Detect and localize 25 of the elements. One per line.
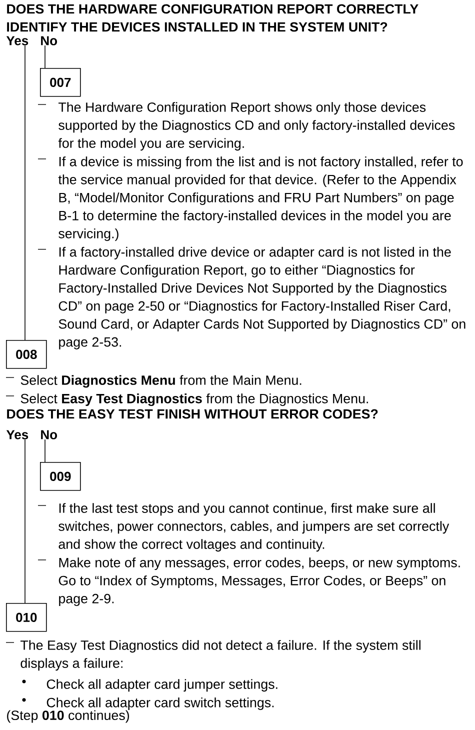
answer-label: No	[41, 430, 58, 440]
list-item: Make note of any messages, error codes, beeps, or new symptoms. Go to “Index of Symptoms, Messages, Error Codes, or Beeps” on page 2-9.	[58, 558, 460, 606]
list-item: The Easy Test Diagnostics did not detect a failure. If the system still displays a failure:	[20, 640, 420, 671]
step-number-box: 009	[40, 462, 81, 491]
answer-label: Yes	[6, 36, 28, 46]
list-item: Select Easy Test Diagnostics from the Diagnostics Menu.	[20, 394, 368, 406]
list-item: The Hardware Configuration Report shows only those devices supported by the Diagnostics CD and only factory-installed devices for the model you are servicing.	[58, 102, 455, 151]
continuation-note: (Step 010 continues)	[7, 710, 129, 723]
list-item: Select Diagnostics Menu from the Main Menu.	[20, 375, 302, 388]
question-heading: DOES THE HARDWARE CONFIGURATION REPORT CORRECTLY IDENTIFY THE DEVICES INSTALLED IN THE SYSTEM UNIT?	[7, 4, 418, 32]
list-item: If a device is missing from the list and is not factory installed, refer to the service manual provided for that device. (Refer to the Appendix B, “Model/Monitor Configurations and FRU Part Numbers” on page B-1 to determine the factory-installed devices in the model you are servicing.)	[58, 156, 463, 241]
list-item: Check all adapter card switch settings.	[46, 698, 274, 710]
answer-label: Yes	[6, 430, 28, 440]
step-number-box: 010	[6, 603, 47, 632]
connector-line	[24, 439, 26, 604]
connector-line	[44, 439, 46, 462]
connector-line	[44, 45, 46, 68]
answer-label: No	[41, 36, 58, 46]
step-number-box: 007	[40, 68, 81, 97]
list-item: Check all adapter card jumper settings.	[46, 679, 278, 692]
connector-line	[24, 45, 26, 340]
list-item: If the last test stops and you cannot continue, first make sure all switches, power connectors, cables, and jumpers are set correctly and show the correct voltages and continuity.	[58, 503, 450, 552]
question-heading: DOES THE EASY TEST FINISH WITHOUT ERROR CODES?	[7, 409, 378, 419]
step-number-box: 008	[6, 340, 47, 369]
list-item: If a factory-installed drive device or adapter card is not listed in the Hardware Configuration Report, go to either “Diagnostics for Factory-Installed Drive Devices Not Supported by the Diagnostics CD” on page 2-50 or “Diagnostics for Factory-Installed Riser Card, Sound Card, or Adapter Cards Not Supported by Diagnostics CD” on page 2-53.	[58, 246, 466, 350]
